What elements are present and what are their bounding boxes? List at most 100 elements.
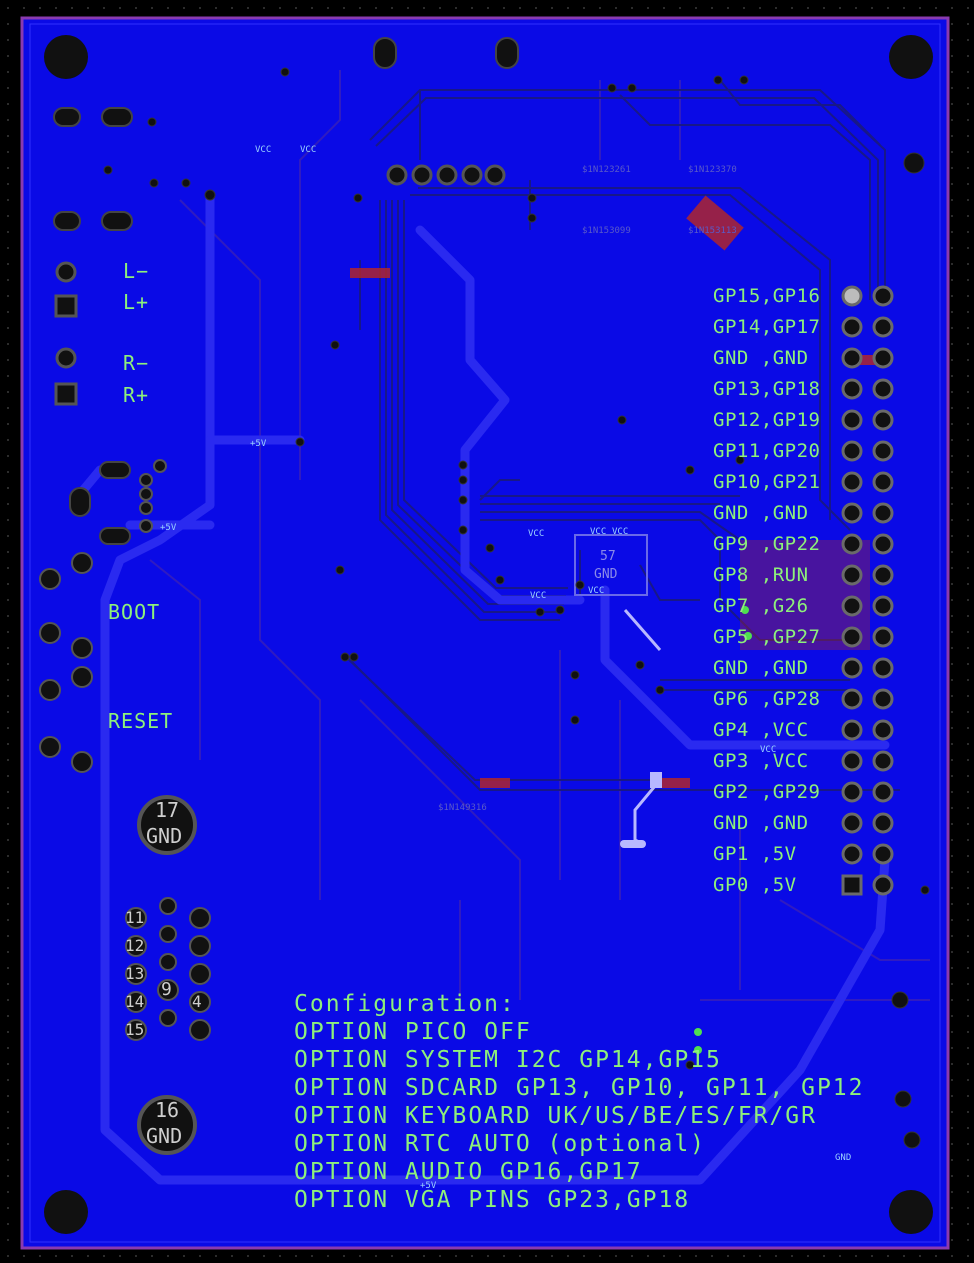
boot-label: BOOT: [108, 600, 161, 624]
net-vcc-5: VCC: [612, 527, 628, 537]
header-pin-label: GP8 ,RUN: [713, 564, 809, 586]
net-5v-3: +5V: [420, 1181, 437, 1191]
header-pin-label: GP1 ,5V: [713, 843, 797, 865]
header-pad: [872, 564, 894, 586]
net-vcc-1: VCC: [255, 145, 271, 155]
rp2040-chip: [574, 534, 662, 848]
vga-pin-13: 13: [125, 964, 145, 983]
header-pad: [872, 316, 894, 338]
header-pad: [872, 471, 894, 493]
config-line: OPTION RTC AUTO (optional): [294, 1131, 707, 1157]
header-pin-label: GP9 ,GP22: [713, 533, 821, 555]
config-line: OPTION SYSTEM I2C GP14,GP15: [294, 1047, 722, 1073]
header-pad: [841, 688, 863, 710]
net-labels: VCC VCC VCC VCC VCC VCC VCC VCC +5V +5V …: [160, 145, 851, 1191]
header-pin-label: GP4 ,VCC: [713, 719, 809, 741]
vga-pin-11: 11: [125, 908, 145, 927]
config-line: OPTION KEYBOARD UK/US/BE/ES/FR/GR: [294, 1103, 817, 1129]
header-pad: [872, 626, 894, 648]
header-pad: [872, 688, 894, 710]
config-line: OPTION SDCARD GP13, GP10, GP11, GP12: [294, 1075, 865, 1101]
audio-r-plus-label: R+: [123, 383, 150, 407]
config-title: Configuration:: [294, 991, 516, 1017]
board-inner-outline: [29, 23, 941, 1243]
header-pad: [872, 657, 894, 679]
header-pad: [872, 874, 894, 896]
gnd-pad-bottom-label: GND: [146, 1124, 183, 1148]
header-pin-label: GND ,GND: [713, 657, 809, 679]
header-pad: [841, 533, 863, 555]
header-pad: [841, 657, 863, 679]
pico-header-pads: [841, 285, 894, 896]
header-pin-label: GP14,GP17: [713, 316, 821, 338]
vias: [103, 67, 930, 1149]
big-gnd-pads: [137, 795, 197, 1155]
vga-pin-14: 14: [125, 992, 145, 1011]
header-pad: [841, 719, 863, 741]
header-pad: [872, 843, 894, 865]
audio-l-minus-label: L−: [123, 259, 150, 283]
indicator-dots: [694, 606, 752, 1054]
net-5v-2: +5V: [160, 523, 177, 533]
net-vcc-8: VCC: [760, 745, 776, 755]
header-pad: [841, 564, 863, 586]
net-vcc-3: VCC: [528, 529, 544, 539]
audio-connectors: [54, 261, 78, 406]
gnd-pad-top-number: 17: [155, 798, 180, 822]
header-pad: [872, 409, 894, 431]
board-outline: [20, 16, 950, 1250]
header-pin-label: GND ,GND: [713, 812, 809, 834]
header-pad: [872, 781, 894, 803]
header-pin-label: GP2 ,GP29: [713, 781, 821, 803]
header-pad: [841, 471, 863, 493]
header-pad: [872, 812, 894, 834]
vga-pin-9: 9: [161, 979, 172, 1000]
header-pad: [872, 719, 894, 741]
button-pads: [39, 552, 93, 773]
header-pin-label: GP10,GP21: [713, 471, 821, 493]
config-line: OPTION VGA PINS GP23,GP18: [294, 1187, 691, 1213]
net-vcc-2: VCC: [300, 145, 316, 155]
resistor-r2: $1N123370: [688, 165, 737, 175]
header-pad: [872, 533, 894, 555]
net-gnd-1: GND: [835, 1153, 851, 1163]
header-pad: [841, 843, 863, 865]
vga-pads: [125, 897, 211, 1041]
gnd-pad-bottom-number: 16: [155, 1098, 180, 1122]
header-pin-label: GP6 ,GP28: [713, 688, 821, 710]
header-pin-label: GP7 ,G26: [713, 595, 809, 617]
gnd-pad-top-label: GND: [146, 824, 183, 848]
header-pad: [841, 812, 863, 834]
header-pad: [872, 440, 894, 462]
usb-pads: [53, 37, 519, 545]
header-pin-label: GND ,GND: [713, 347, 809, 369]
resistor-r3: $1N153099: [582, 226, 631, 236]
header-pad: [841, 409, 863, 431]
mounting-holes: [44, 35, 933, 1234]
vga-pin-15: 15: [125, 1020, 145, 1039]
i2c-header: [386, 164, 506, 186]
net-vcc-6: VCC: [530, 591, 546, 601]
header-pad: [841, 440, 863, 462]
header-pad: [872, 750, 894, 772]
audio-l-plus-label: L+: [123, 290, 150, 314]
header-pad: [841, 285, 863, 307]
power-traces: [70, 190, 890, 1185]
net-5v-1: +5V: [250, 439, 267, 449]
header-pad: [841, 595, 863, 617]
header-pin-label: GP11,GP20: [713, 440, 821, 462]
header-pin-label: GND ,GND: [713, 502, 809, 524]
power-header: [139, 459, 167, 533]
reset-label: RESET: [108, 709, 174, 733]
resistor-r5: $1N149316: [438, 803, 487, 813]
vga-pin-12: 12: [125, 936, 145, 955]
resistor-r1: $1N123261: [582, 165, 631, 175]
header-pad: [841, 378, 863, 400]
audio-r-minus-label: R−: [123, 351, 150, 375]
header-pad: [841, 626, 863, 648]
net-vcc-7: VCC: [588, 586, 604, 596]
header-pad: [841, 316, 863, 338]
net-vcc-4: VCC: [590, 527, 606, 537]
header-pad: [841, 874, 863, 896]
